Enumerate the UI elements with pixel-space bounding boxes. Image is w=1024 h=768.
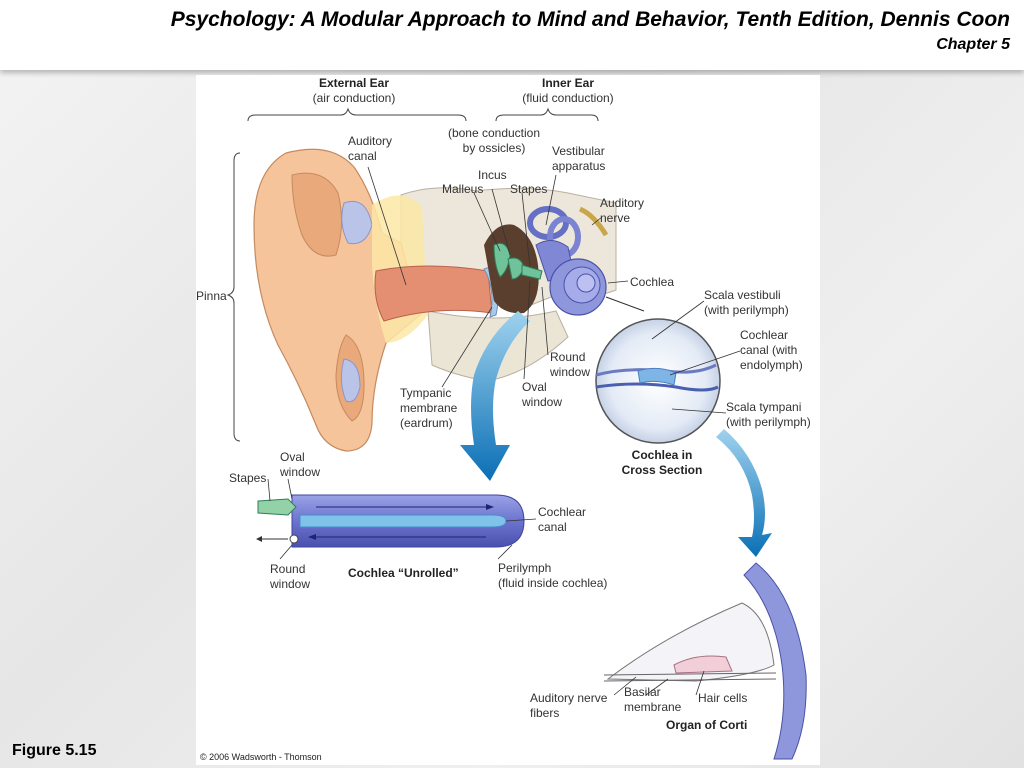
- label-pinna: Pinna: [196, 289, 227, 303]
- malleus-shape: [493, 242, 511, 278]
- label-auditory-nerve-fibers-2: fibers: [530, 706, 559, 720]
- header-title: Psychology: A Modular Approach to Mind a…: [170, 8, 1010, 31]
- label-oval-window-top-1: Oval: [522, 380, 547, 394]
- hair-cells-shape: [673, 655, 733, 674]
- cochlea-turn-3: [576, 273, 596, 293]
- corti-wall: [743, 562, 807, 760]
- label-vestibular-1: Vestibular: [552, 144, 605, 158]
- basilar-line-1: [603, 672, 777, 676]
- label-bone-conduction-1: (bone conduction: [448, 126, 540, 140]
- label-round-window-top-1: Round: [550, 350, 585, 364]
- label-air-conduction: (air conduction): [313, 91, 396, 105]
- label-auditory-canal-1: Auditory: [348, 134, 392, 148]
- cochlear-canal-unrolled-shape: [299, 514, 507, 528]
- label-cochlea-cross-2: Cross Section: [622, 463, 703, 477]
- flow-arrowhead-bottom: [308, 534, 316, 540]
- copyright-notice: © 2006 Wadsworth - Thomson: [200, 752, 322, 762]
- label-cochlear-canal-unrolled-1: Cochlear: [538, 505, 586, 519]
- label-auditory-nerve-1: Auditory: [600, 196, 644, 210]
- label-stapes-top: Stapes: [510, 182, 547, 196]
- label-perilymph-2: (fluid inside cochlea): [498, 576, 607, 590]
- label-scala-tympani-2: (with perilymph): [726, 415, 811, 429]
- label-round-window-bottom-1: Round: [270, 562, 305, 576]
- label-perilymph-1: Perilymph: [498, 561, 551, 575]
- label-scala-vestibuli-1: Scala vestibuli: [704, 288, 781, 302]
- round-window-unrolled-shape: [289, 534, 299, 544]
- cochlear-duct-cs: [637, 367, 677, 386]
- slide-header: Psychology: A Modular Approach to Mind a…: [0, 0, 1024, 70]
- pinna-bracket: [226, 152, 241, 442]
- label-hair-cells: Hair cells: [698, 691, 747, 705]
- ear-diagram: External Ear (air conduction) Inner Ear …: [196, 76, 811, 760]
- label-cochlea: Cochlea: [630, 275, 674, 289]
- arrow-to-unrolled: [460, 311, 530, 481]
- label-tympanic-2: membrane: [400, 401, 458, 415]
- label-stapes-bottom: Stapes: [229, 471, 266, 485]
- pinna-fold: [291, 172, 342, 257]
- arrow-to-corti: [716, 429, 772, 557]
- leader-lines: [267, 166, 741, 696]
- tectorial-region: [606, 602, 775, 682]
- label-bone-conduction-2: by ossicles): [463, 141, 526, 155]
- figure-label: Figure 5.15: [12, 742, 97, 759]
- label-auditory-canal-2: canal: [348, 149, 377, 163]
- label-auditory-nerve-fibers-1: Auditory nerve: [530, 691, 608, 705]
- label-oval-window-top-2: window: [521, 395, 562, 409]
- label-organ-of-corti: Organ of Corti: [666, 718, 747, 732]
- label-scala-tympani-1: Scala tympani: [726, 400, 801, 414]
- label-fluid-conduction: (fluid conduction): [522, 91, 613, 105]
- label-tympanic-1: Tympanic: [400, 386, 451, 400]
- inner-ear-bracket: [495, 107, 599, 122]
- flow-arrowhead-top: [486, 504, 494, 510]
- label-tympanic-3: (eardrum): [400, 416, 453, 430]
- external-ear-bracket: [247, 107, 467, 122]
- label-cochlea-cross-1: Cochlea in: [632, 448, 693, 462]
- stapes-unrolled-shape: [257, 498, 297, 516]
- basilar-line-2: [603, 678, 777, 682]
- label-external-ear: External Ear: [319, 76, 389, 90]
- label-cochlear-canal-cs-2: canal (with: [740, 343, 797, 357]
- label-basilar-1: Basilar: [624, 685, 661, 699]
- label-malleus: Malleus: [442, 182, 483, 196]
- header-chapter: Chapter 5: [936, 36, 1010, 53]
- cartilage-upper: [341, 200, 373, 245]
- label-round-window-bottom-2: window: [269, 577, 310, 591]
- label-cochlea-unrolled: Cochlea “Unrolled”: [348, 566, 459, 580]
- figure-panel: External Ear (air conduction) Inner Ear …: [196, 75, 820, 765]
- label-oval-window-bottom-1: Oval: [280, 450, 305, 464]
- label-basilar-2: membrane: [624, 700, 682, 714]
- cross-section-connector: [605, 296, 645, 312]
- label-scala-vestibuli-2: (with perilymph): [704, 303, 789, 317]
- label-inner-ear: Inner Ear: [542, 76, 594, 90]
- label-incus: Incus: [478, 168, 507, 182]
- cartilage-lower: [340, 358, 361, 403]
- stapes-shape: [521, 264, 543, 280]
- label-oval-window-bottom-2: window: [279, 465, 320, 479]
- label-round-window-top-2: window: [549, 365, 590, 379]
- auditory-nerve-shape: [578, 206, 609, 237]
- label-auditory-nerve-2: nerve: [600, 211, 630, 225]
- label-cochlear-canal-unrolled-2: canal: [538, 520, 567, 534]
- basilar-membrane-cs: [595, 382, 719, 392]
- label-cochlear-canal-cs-1: Cochlear: [740, 328, 788, 342]
- label-cochlear-canal-cs-3: endolymph): [740, 358, 803, 372]
- label-vestibular-2: apparatus: [552, 159, 605, 173]
- round-window-arrowhead: [256, 536, 262, 542]
